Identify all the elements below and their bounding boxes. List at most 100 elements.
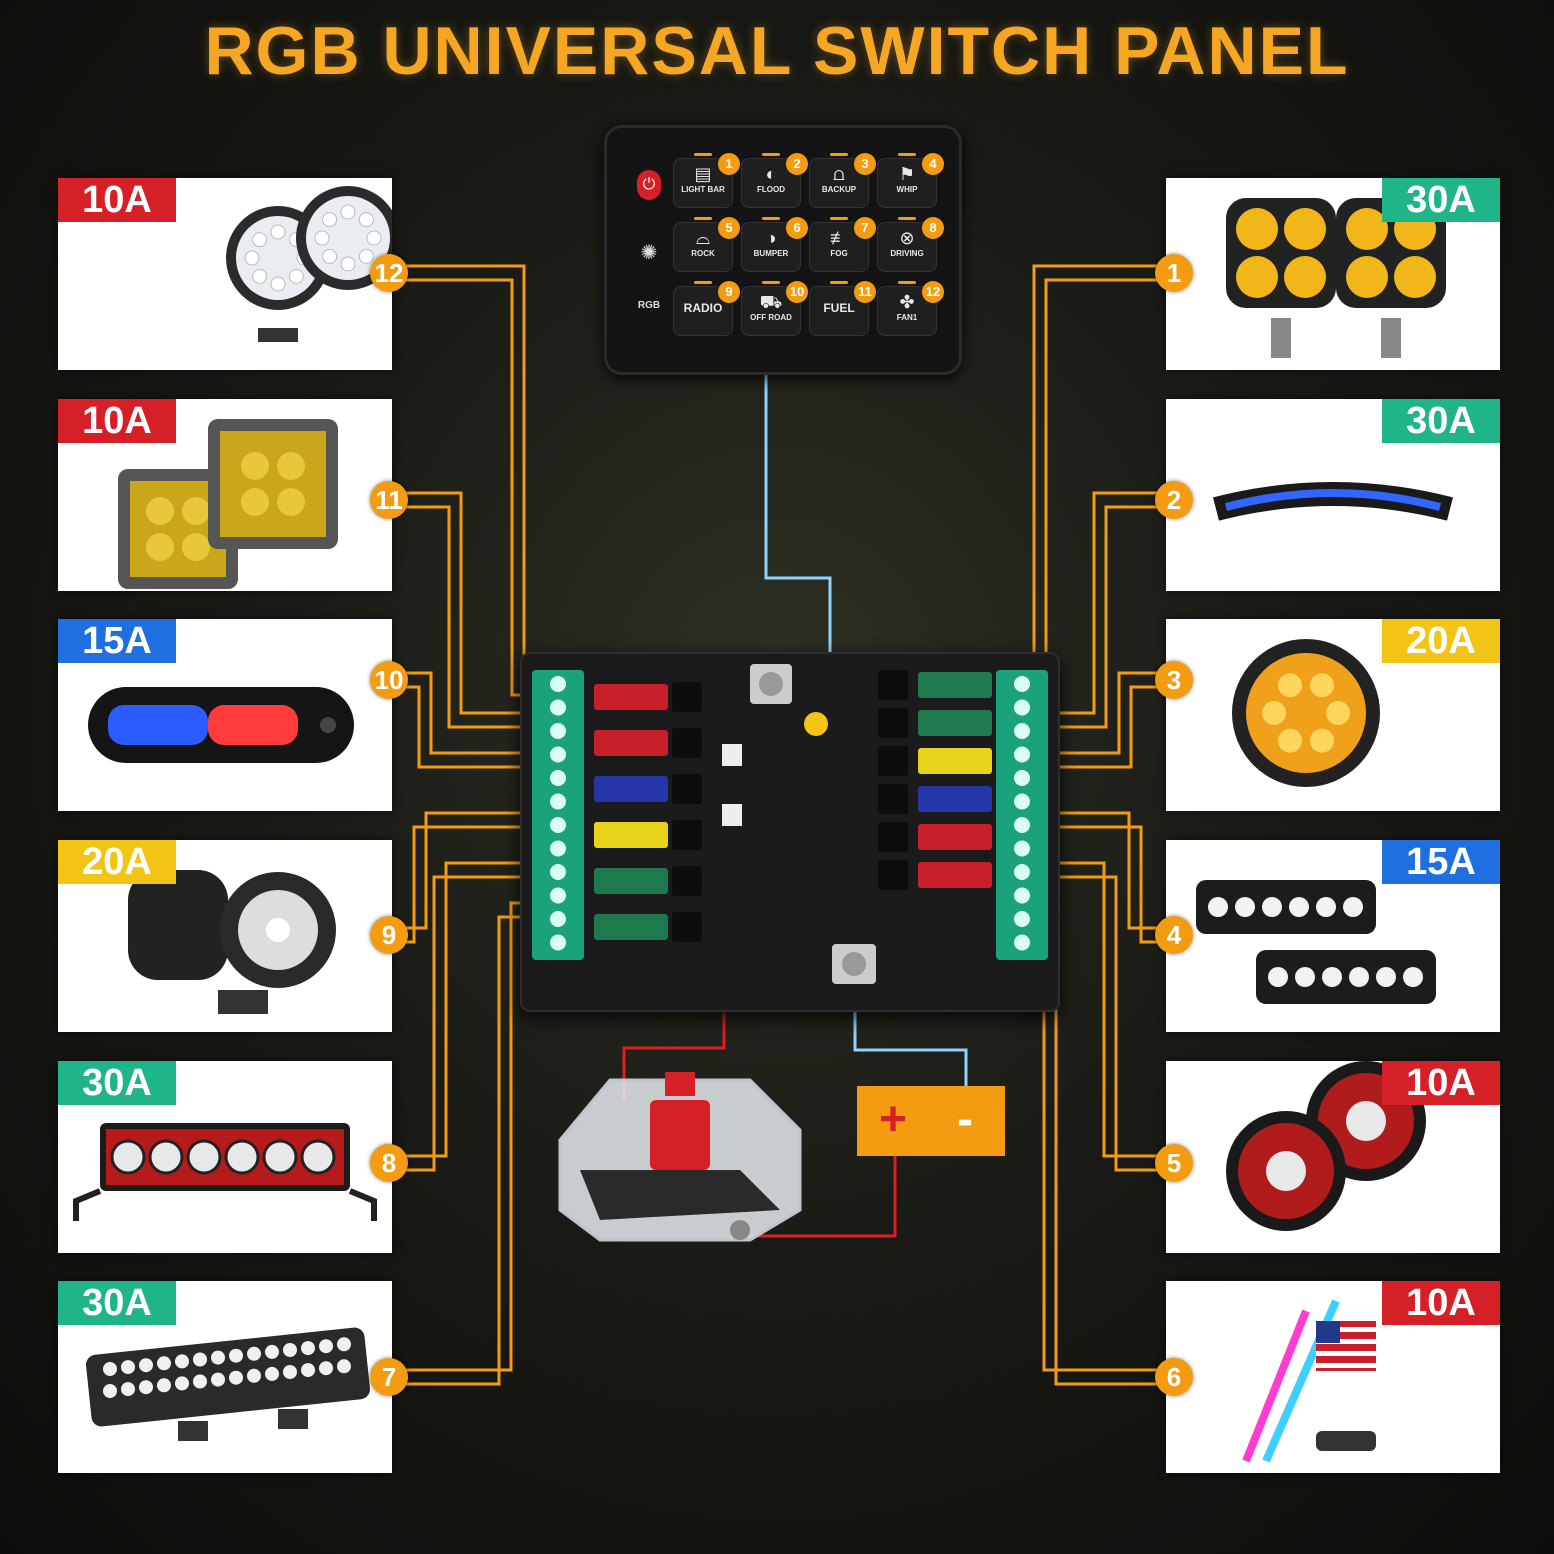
red-blue-strobe-light-image [88, 687, 354, 763]
fuse[interactable] [918, 786, 992, 812]
rgb-button[interactable]: RGB [637, 300, 661, 311]
fuse-relay-box [520, 652, 1060, 1012]
power-button[interactable]: ⏻ [637, 170, 661, 200]
switch-label: OFF ROAD [750, 313, 792, 322]
switch-number: 2 [786, 153, 808, 175]
channel-number: 8 [370, 1144, 408, 1182]
amber-quad-pod-pair-image [1226, 198, 1446, 358]
switch-number: 4 [922, 153, 944, 175]
channel-number: 2 [1155, 481, 1193, 519]
amperage-badge: 30A [58, 1061, 176, 1105]
flag-icon: ⚑ [898, 164, 916, 184]
battery-negative: - [957, 1093, 973, 1146]
channel-number: 5 [1155, 1144, 1193, 1182]
fuse[interactable] [918, 862, 992, 888]
channel-number: 11 [370, 481, 408, 519]
accessory-card-7: 30A [58, 1281, 392, 1473]
curved-blue-light-bar-image [1213, 482, 1453, 521]
accessory-card-12: 10A [58, 178, 392, 370]
switch-label: BACKUP [821, 185, 857, 194]
channel-number: 12 [370, 254, 408, 292]
switch-led [830, 153, 848, 156]
amperage-badge: 15A [1382, 840, 1500, 884]
amber-round-driving-light-image [1232, 639, 1380, 787]
switch-label: FOG [830, 249, 848, 258]
round-spot-light-pair-image [128, 870, 336, 1014]
led-work-light-pair-image [1196, 880, 1436, 1004]
accessory-card-10: 15A [58, 619, 392, 811]
accessory-card-5: 10A [1166, 1061, 1500, 1253]
switch-number: 11 [854, 281, 876, 303]
fuse-box-art [532, 664, 1048, 984]
switch-label: LIGHT BAR [681, 185, 725, 194]
amperage-badge: 10A [58, 178, 176, 222]
switch-led [898, 217, 916, 220]
flood-icon: ◐ [765, 164, 777, 184]
switch-led [830, 281, 848, 284]
fuse[interactable] [594, 914, 668, 940]
switch-led [694, 281, 712, 284]
fuse[interactable] [594, 776, 668, 802]
off-road-icon: ⛟ [759, 292, 783, 312]
accessory-card-6: 10A [1166, 1281, 1500, 1473]
switch-led [694, 153, 712, 156]
accessory-card-9: 20A [58, 840, 392, 1032]
switch-label: RADIO [683, 301, 723, 315]
driving-light-icon: ⊗ [899, 228, 915, 248]
accessory-card-2: 30A [1166, 399, 1500, 591]
switch-led [762, 217, 780, 220]
channel-number: 3 [1155, 661, 1193, 699]
switch-number: 7 [854, 217, 876, 239]
fuse[interactable] [594, 822, 668, 848]
channel-number: 6 [1155, 1358, 1193, 1396]
switch-number: 12 [922, 281, 944, 303]
channel-number: 10 [370, 661, 408, 699]
switch-led [898, 153, 916, 156]
backup-icon: ⩍ [833, 164, 845, 184]
switch-number: 5 [718, 217, 740, 239]
accessory-card-4: 15A [1166, 840, 1500, 1032]
accessory-card-8: 30A [58, 1061, 392, 1253]
switch-number: 8 [922, 217, 944, 239]
switch-10[interactable]: ⛟OFF ROAD 10 [741, 281, 808, 336]
accessory-card-3: 20A [1166, 619, 1500, 811]
fuse[interactable] [918, 824, 992, 850]
fuse[interactable] [594, 730, 668, 756]
channel-number: 7 [370, 1358, 408, 1396]
red-halo-light-bar-image [73, 1123, 377, 1221]
circuit-breaker [558, 1072, 802, 1242]
switch-led [762, 281, 780, 284]
channel-number: 1 [1155, 254, 1193, 292]
switch-label: WHIP [896, 185, 918, 194]
fuse[interactable] [594, 684, 668, 710]
switch-led [762, 153, 780, 156]
amperage-badge: 10A [1382, 1061, 1500, 1105]
fuse[interactable] [918, 748, 992, 774]
fuse[interactable] [918, 710, 992, 736]
amperage-badge: 20A [1382, 619, 1500, 663]
channel-number: 9 [370, 916, 408, 954]
fuse[interactable] [594, 868, 668, 894]
rock-light-icon: ⌓ [695, 228, 711, 248]
fuse[interactable] [918, 672, 992, 698]
switch-number: 10 [786, 281, 808, 303]
switch-4[interactable]: ⚑WHIP 4 [877, 153, 944, 208]
switch-label: FUEL [823, 301, 855, 315]
switch-number: 9 [718, 281, 740, 303]
switch-led [898, 281, 916, 284]
channel-number: 4 [1155, 916, 1193, 954]
brightness-icon[interactable]: ✺ [640, 242, 658, 264]
amber-cube-light-pair-image [118, 419, 338, 589]
red-round-light-pair-image [1226, 1061, 1426, 1231]
